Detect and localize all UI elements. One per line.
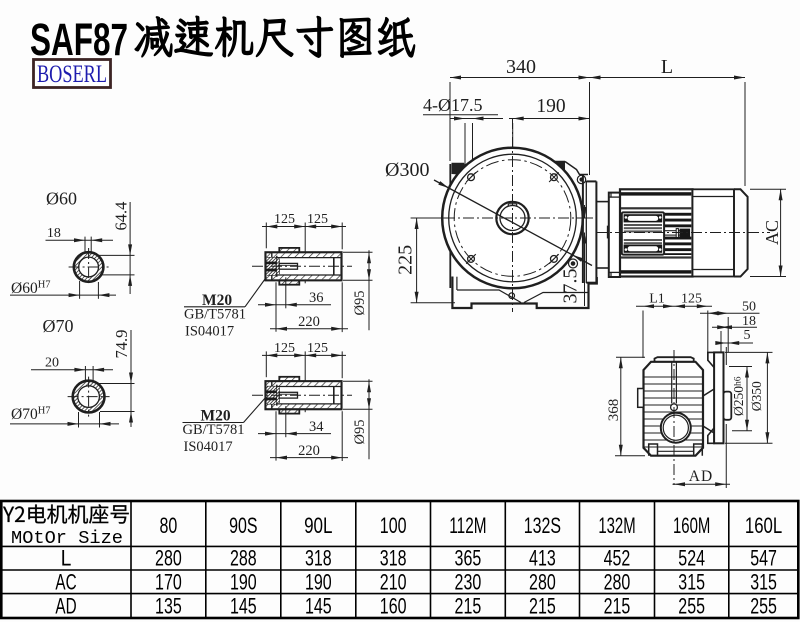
svg-text:125: 125	[307, 212, 328, 227]
svg-text:280: 280	[529, 569, 556, 594]
svg-text:GB/T5781: GB/T5781	[183, 422, 245, 438]
svg-text:74.9: 74.9	[112, 330, 131, 359]
svg-text:90L: 90L	[304, 513, 332, 538]
svg-text:Ø95: Ø95	[352, 420, 368, 445]
svg-text:190: 190	[230, 569, 257, 594]
svg-text:37.5: 37.5	[560, 269, 582, 304]
svg-text:80: 80	[160, 513, 178, 538]
svg-text:160: 160	[380, 593, 407, 618]
svg-text:20: 20	[45, 356, 59, 371]
svg-text:64.4: 64.4	[112, 202, 131, 231]
svg-text:215: 215	[604, 593, 631, 618]
svg-text:AC: AC	[762, 220, 782, 245]
svg-text:36: 36	[309, 290, 324, 306]
svg-text:50: 50	[742, 300, 756, 315]
svg-text:413: 413	[529, 546, 556, 571]
svg-text:160L: 160L	[745, 513, 782, 538]
svg-text:M20: M20	[202, 292, 232, 309]
svg-text:Ø300: Ø300	[385, 159, 429, 181]
svg-text:315: 315	[750, 569, 777, 594]
svg-text:BOSERL: BOSERL	[37, 61, 107, 88]
svg-text:Ø250h6: Ø250h6	[731, 376, 746, 416]
svg-text:288: 288	[230, 546, 257, 571]
svg-text:215: 215	[529, 593, 556, 618]
svg-text:18: 18	[742, 314, 756, 329]
svg-text:215: 215	[455, 593, 482, 618]
svg-text:340: 340	[506, 56, 536, 78]
svg-text:IS04017: IS04017	[184, 439, 233, 455]
svg-text:125: 125	[274, 341, 295, 356]
svg-text:132M: 132M	[598, 513, 635, 538]
svg-text:255: 255	[750, 593, 777, 618]
svg-text:125: 125	[274, 212, 295, 227]
svg-text:4-Ø17.5: 4-Ø17.5	[423, 95, 483, 115]
svg-text:AC: AC	[55, 569, 76, 594]
svg-text:225: 225	[394, 245, 416, 275]
svg-text:368: 368	[606, 399, 622, 422]
svg-text:315: 315	[678, 569, 705, 594]
svg-text:90S: 90S	[229, 513, 257, 538]
svg-text:112M: 112M	[449, 513, 486, 538]
svg-text:547: 547	[750, 546, 777, 571]
svg-text:Ø60: Ø60	[46, 189, 77, 209]
svg-text:255: 255	[678, 593, 705, 618]
svg-text:145: 145	[230, 593, 257, 618]
svg-text:280: 280	[155, 546, 182, 571]
svg-text:Ø350: Ø350	[749, 381, 764, 411]
svg-text:125: 125	[681, 292, 702, 307]
svg-text:524: 524	[678, 546, 705, 571]
svg-text:MOtOr Size: MOtOr Size	[11, 527, 123, 549]
svg-text:AD: AD	[689, 468, 713, 485]
svg-text:230: 230	[455, 569, 482, 594]
svg-text:318: 318	[380, 546, 407, 571]
svg-text:132S: 132S	[524, 513, 561, 538]
svg-text:M20: M20	[201, 408, 231, 425]
svg-text:L: L	[61, 546, 72, 571]
svg-text:318: 318	[305, 546, 332, 571]
svg-text:18: 18	[47, 226, 61, 241]
svg-text:Ø70: Ø70	[43, 316, 74, 336]
svg-text:135: 135	[155, 593, 182, 618]
svg-text:125: 125	[307, 341, 328, 356]
svg-text:190: 190	[536, 96, 565, 117]
svg-text:Ø95: Ø95	[352, 291, 368, 316]
svg-text:365: 365	[455, 546, 482, 571]
svg-text:100: 100	[380, 513, 407, 538]
svg-text:GB/T5781: GB/T5781	[184, 306, 246, 322]
svg-text:AD: AD	[55, 593, 76, 618]
svg-text:210: 210	[380, 569, 407, 594]
svg-text:L: L	[661, 56, 673, 78]
svg-text:160M: 160M	[673, 513, 710, 538]
svg-text:34: 34	[309, 419, 324, 435]
svg-text:220: 220	[298, 443, 320, 459]
svg-text:145: 145	[305, 593, 332, 618]
svg-text:220: 220	[298, 314, 320, 330]
svg-text:190: 190	[305, 569, 332, 594]
svg-text:170: 170	[155, 569, 182, 594]
svg-text:452: 452	[604, 546, 631, 571]
svg-text:5: 5	[744, 328, 751, 343]
svg-text:L1: L1	[649, 292, 665, 307]
svg-text:280: 280	[604, 569, 631, 594]
svg-text:IS04017: IS04017	[185, 323, 234, 339]
svg-text:SAF87: SAF87	[30, 14, 128, 65]
